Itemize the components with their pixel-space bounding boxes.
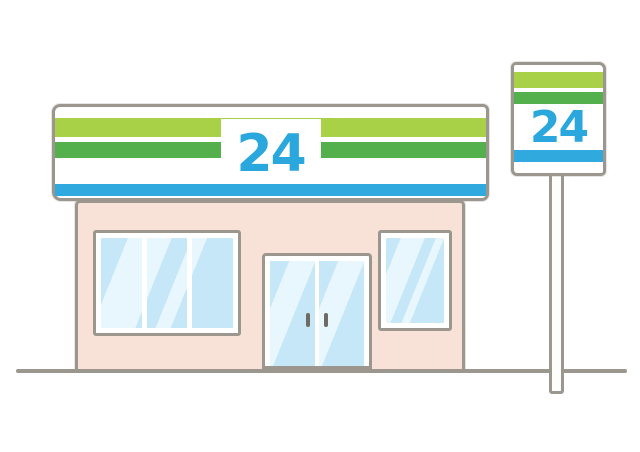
sign-24-badge: 24 xyxy=(220,119,321,184)
entrance-doors xyxy=(262,253,372,369)
sign-stripe-blue xyxy=(55,184,486,196)
right-window xyxy=(378,230,452,331)
window-mullion xyxy=(186,238,192,328)
left-window-glass xyxy=(101,238,233,328)
sign-pole xyxy=(549,170,564,394)
store-building xyxy=(75,200,465,372)
pole-sign-24-text: 24 xyxy=(529,102,589,153)
pole-sign-stripe-green xyxy=(514,92,603,104)
sign-24-text: 24 xyxy=(236,124,306,184)
door-panel-left xyxy=(270,261,315,366)
right-window-glass xyxy=(386,238,444,323)
pole-sign-stripe-light-green xyxy=(514,72,603,88)
door-handle-right xyxy=(324,313,328,327)
doors-inner xyxy=(270,261,364,366)
store-sign: 24 xyxy=(52,104,489,201)
door-panel-right xyxy=(319,261,364,366)
pole-sign-stripe-blue xyxy=(514,150,603,162)
pole-sign: 24 xyxy=(511,62,606,176)
window-mullion xyxy=(141,238,147,328)
left-window xyxy=(93,230,241,336)
door-handle-left xyxy=(306,313,310,327)
